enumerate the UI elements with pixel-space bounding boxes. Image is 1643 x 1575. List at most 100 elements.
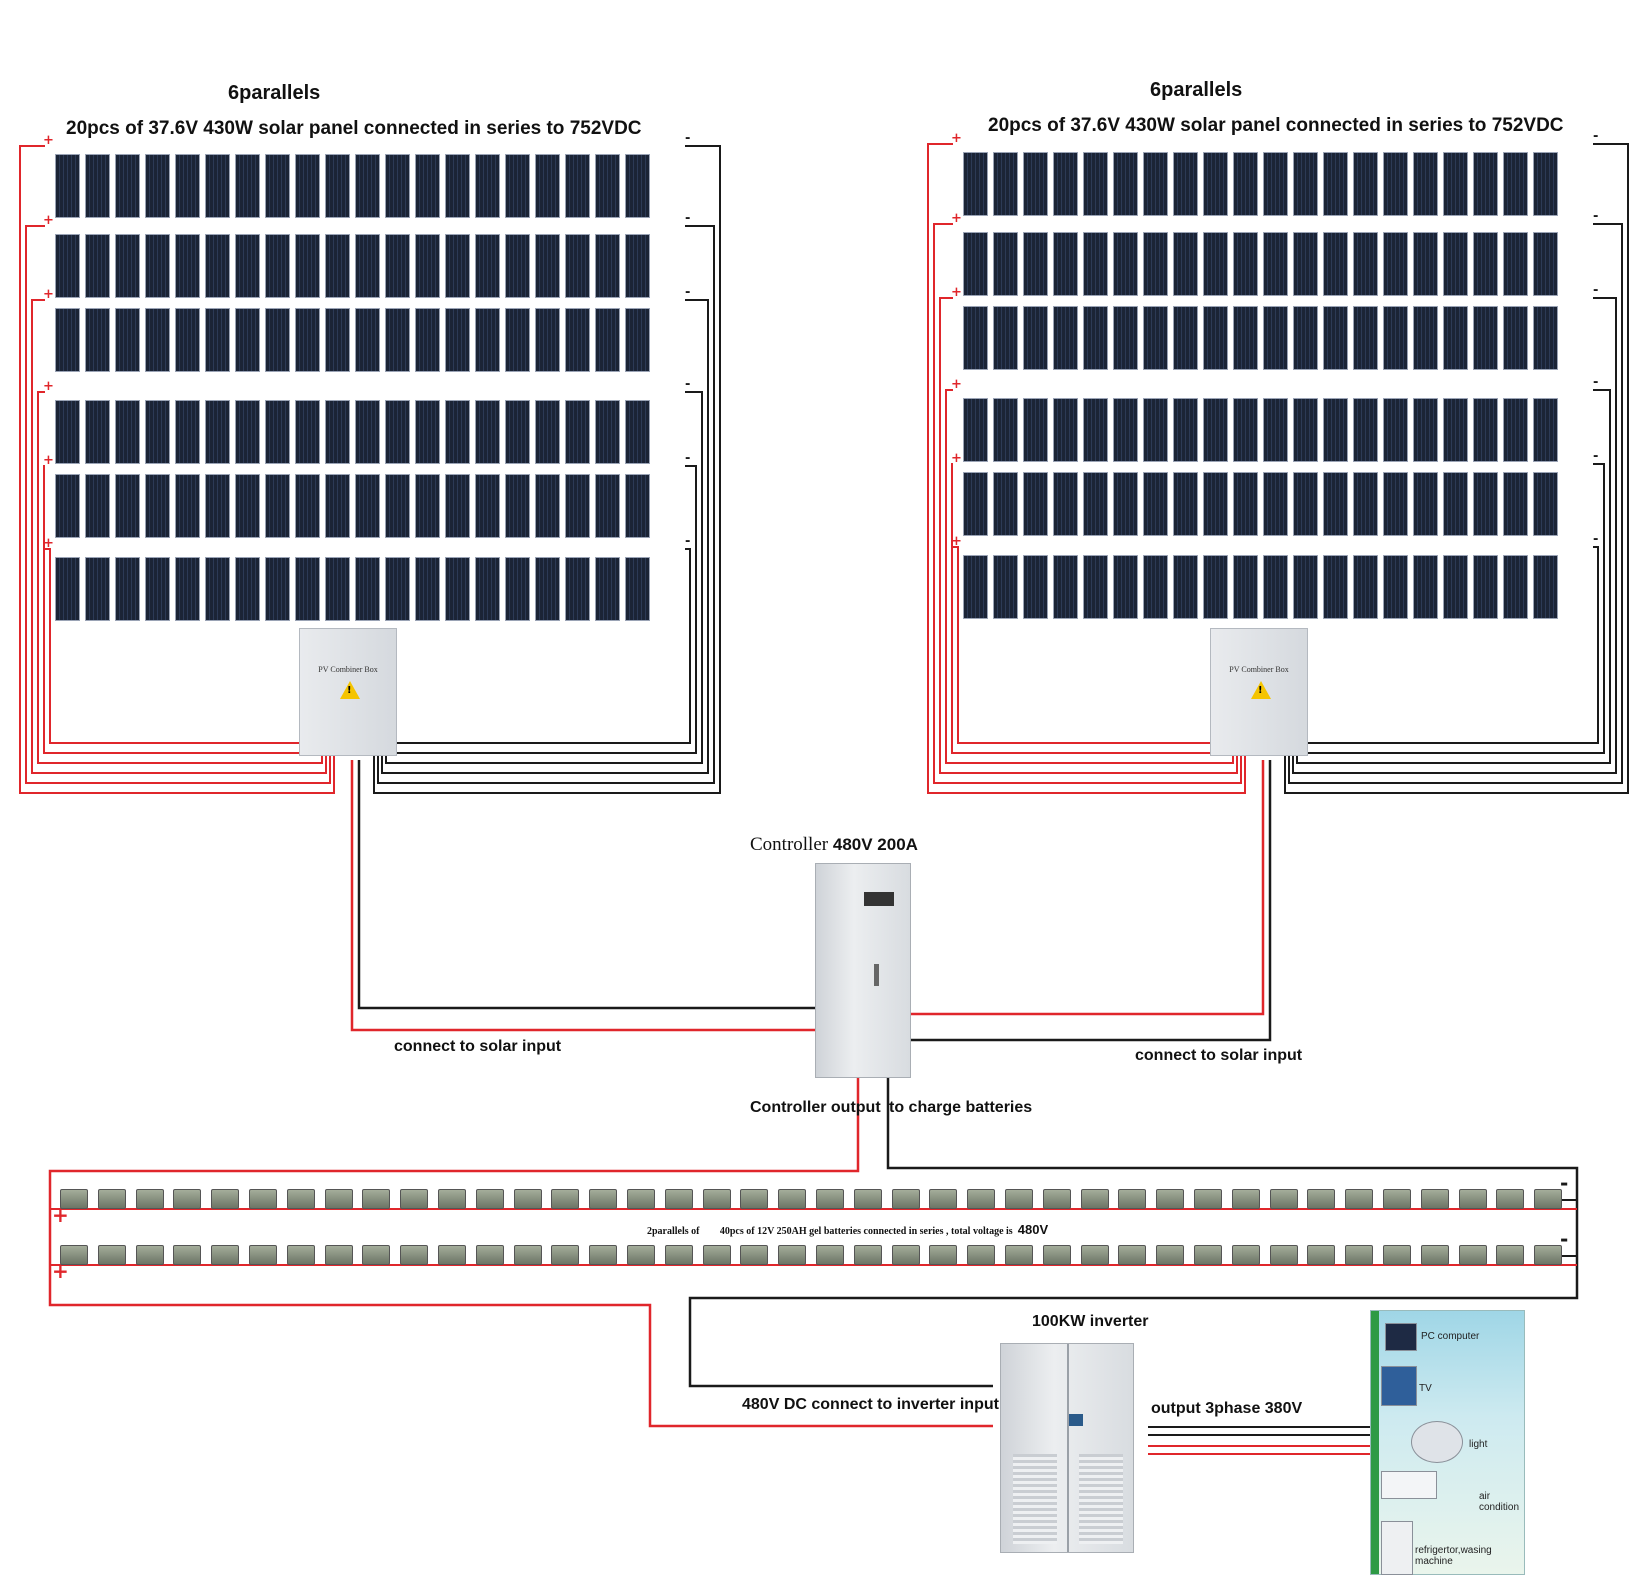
battery (475, 1245, 504, 1265)
battery (513, 1189, 542, 1209)
minus-sign: - (685, 285, 690, 300)
solar-panel (1293, 472, 1318, 536)
solar-panel (85, 154, 110, 218)
solar-panel (1053, 306, 1078, 370)
solar-panel (1383, 232, 1408, 296)
positive-wire (43, 465, 318, 754)
solar-panel (595, 234, 620, 298)
solar-panel (1503, 398, 1528, 462)
battery (1383, 1189, 1411, 1209)
solar-panel (993, 472, 1018, 536)
solar-panel (325, 474, 350, 538)
minus-sign: - (685, 451, 690, 466)
light-icon (1411, 1421, 1463, 1463)
solar-panel (1473, 555, 1498, 619)
solar-panel (1323, 306, 1348, 370)
solar-panel (1053, 472, 1078, 536)
solar-panel (595, 474, 620, 538)
solar-panel (625, 474, 650, 538)
controller-output-label: Controller output (750, 1099, 881, 1116)
solar-panel (565, 557, 590, 621)
battery (816, 1189, 844, 1209)
solar-panel (415, 474, 440, 538)
battery (1269, 1245, 1298, 1265)
solar-panel (205, 557, 230, 621)
battery (740, 1245, 769, 1265)
panel-row (55, 400, 650, 464)
solar-panel (1443, 472, 1468, 536)
solar-panel (1533, 306, 1558, 370)
solar-panel (1203, 306, 1228, 370)
solar-panel (295, 234, 320, 298)
solar-panel (1503, 232, 1528, 296)
battery (1080, 1189, 1109, 1209)
battery (1458, 1189, 1487, 1209)
solar-panel (963, 306, 988, 370)
solar-panel (235, 474, 260, 538)
solar-panel (1203, 472, 1228, 536)
solar-panel (265, 474, 290, 538)
right-parallels-label: 6parallels (1150, 79, 1243, 101)
plus-sign: + (43, 536, 54, 551)
battery (286, 1189, 315, 1209)
solar-panel (963, 398, 988, 462)
solar-panel (1113, 152, 1138, 216)
negative-wire (1296, 389, 1611, 764)
panel-row (55, 308, 650, 372)
battery-bank-prefix: 2parallels of (647, 1226, 700, 1237)
solar-panel (565, 154, 590, 218)
battery (551, 1189, 580, 1209)
pc-computer-icon (1385, 1323, 1417, 1351)
solar-panel (1203, 555, 1228, 619)
washing-machine-icon (1381, 1521, 1413, 1575)
solar-panel (175, 234, 200, 298)
panel-row (55, 234, 650, 298)
minus-sign: - (685, 377, 690, 392)
solar-panel (1263, 152, 1288, 216)
solar-panel (1503, 152, 1528, 216)
solar-panel (1533, 152, 1558, 216)
battery (249, 1245, 277, 1265)
inverter-label: 100KW inverter (1032, 1313, 1149, 1330)
battery (1307, 1245, 1336, 1265)
solar-panel (1053, 398, 1078, 462)
battery (1307, 1189, 1336, 1209)
solar-panel (993, 232, 1018, 296)
battery (1118, 1245, 1147, 1265)
inverter-divider (1067, 1344, 1069, 1552)
solar-panel (1293, 306, 1318, 370)
solar-panel (265, 400, 290, 464)
solar-panel (1143, 555, 1168, 619)
battery (967, 1245, 996, 1265)
solar-panel (1023, 306, 1048, 370)
battery (1269, 1189, 1298, 1209)
solar-panel (355, 308, 380, 372)
battery (551, 1245, 580, 1265)
battery (967, 1189, 996, 1209)
battery (702, 1245, 731, 1265)
load-label-air: air condition (1479, 1491, 1520, 1513)
solar-panel (1503, 306, 1528, 370)
solar-panel (1533, 232, 1558, 296)
minus-sign: - (1593, 375, 1598, 390)
solar-panel (565, 400, 590, 464)
solar-panel (1113, 232, 1138, 296)
solar-panel (1443, 152, 1468, 216)
solar-panel (1353, 555, 1378, 619)
solar-panel (325, 308, 350, 372)
right-series-label: 20pcs of 37.6V 430W solar panel connecte… (988, 115, 1564, 136)
positive-wire (945, 389, 1234, 764)
negative-wire (688, 1078, 1579, 1388)
solar-panel (1173, 472, 1198, 536)
battery (1118, 1189, 1147, 1209)
solar-panel (1473, 152, 1498, 216)
solar-panel (1413, 472, 1438, 536)
battery (1231, 1245, 1260, 1265)
solar-panel (175, 154, 200, 218)
solar-panel (235, 234, 260, 298)
solar-panel (1473, 306, 1498, 370)
battery-bank-detail: 40pcs of 12V 250AH gel batteries connect… (719, 1226, 1013, 1237)
solar-panel (963, 232, 988, 296)
solar-panel (145, 400, 170, 464)
positive-wire (48, 1078, 993, 1428)
